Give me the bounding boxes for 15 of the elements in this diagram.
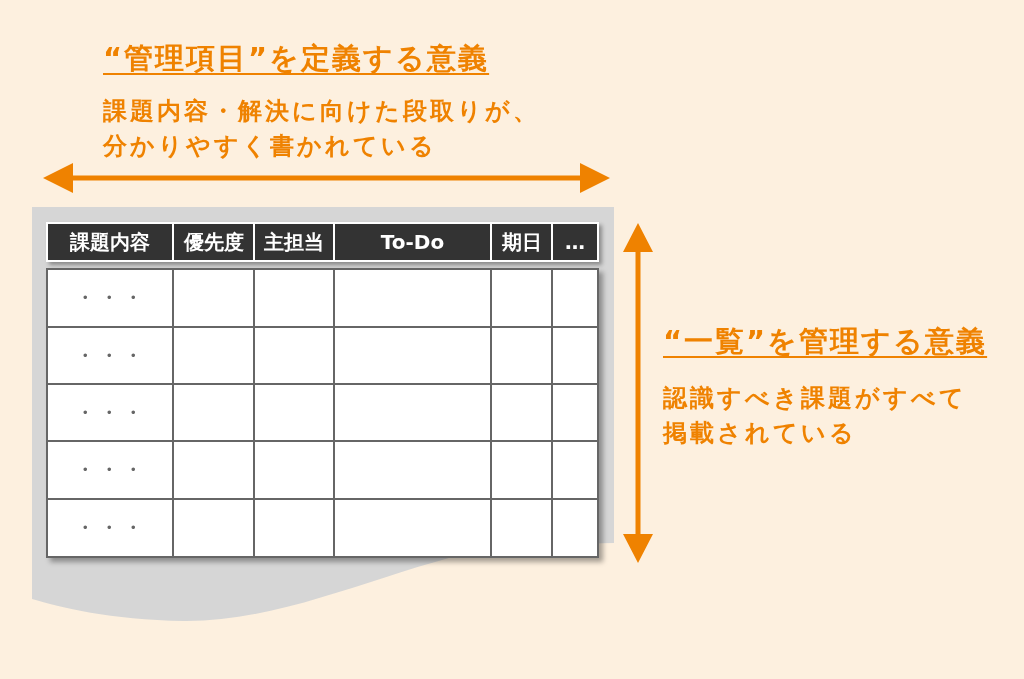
table-cell: ・・・	[48, 442, 172, 498]
description-text: 課題内容・解決に向けた段取りが、分かりやすく書かれている	[103, 96, 541, 162]
table-cell: ・・・	[48, 385, 172, 440]
table-cell: ・・・	[48, 328, 172, 383]
header-cell: 課題内容	[48, 224, 172, 260]
header-cell: To-Do	[335, 224, 490, 260]
description-text: 認識すべき課題がすべて掲載されている	[663, 383, 968, 449]
heading: “管理項目”を定義する意義	[103, 40, 490, 76]
header-cell: 期日	[492, 224, 551, 260]
heading: “一覧”を管理する意義	[663, 323, 988, 359]
header-cell: 主担当	[255, 224, 333, 260]
table-cell: ・・・	[48, 500, 172, 556]
header-cell: …	[553, 224, 597, 260]
header-cell: 優先度	[174, 224, 253, 260]
table-cell: ・・・	[48, 270, 172, 326]
